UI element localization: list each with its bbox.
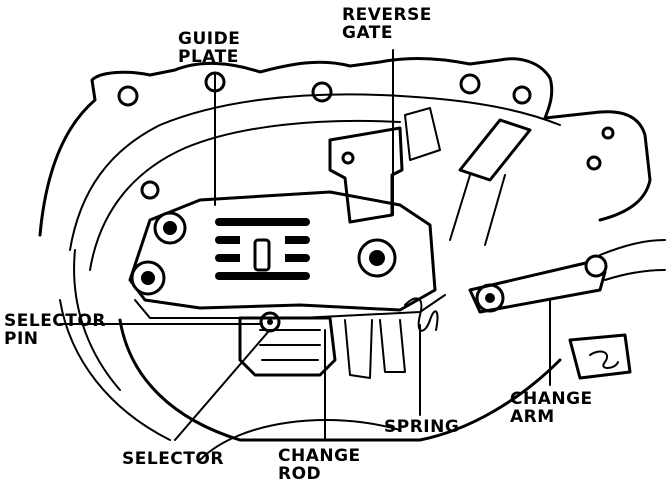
boss-7 xyxy=(586,155,602,171)
boss-6 xyxy=(601,126,615,140)
slot-4 xyxy=(215,272,310,280)
boss-3 xyxy=(311,81,333,103)
shift-shaft xyxy=(458,118,532,182)
label-selector-pin: SELECTOR PIN xyxy=(4,312,106,348)
lower-rib-2 xyxy=(379,319,406,373)
housing-inner-rim xyxy=(69,93,561,251)
label-selector-pin-line2: PIN xyxy=(4,329,39,349)
label-spring: SPRING xyxy=(384,418,459,436)
label-reverse-gate-line2: GATE xyxy=(342,23,393,43)
right-bracket xyxy=(568,333,632,380)
boss-1 xyxy=(117,85,139,107)
change-arm-pivot xyxy=(584,254,608,278)
change-arm xyxy=(468,260,607,314)
bolt-top-left-head xyxy=(163,221,177,235)
reverse-gate-tab xyxy=(404,107,441,161)
boss-5 xyxy=(512,85,532,105)
selector-block xyxy=(238,316,337,377)
change-arm-link xyxy=(599,239,666,281)
label-change-rod: CHANGE ROD xyxy=(278,447,361,483)
housing-outline xyxy=(38,56,652,237)
bolt-right-head xyxy=(369,250,385,266)
guide-plate-bolts xyxy=(130,211,505,313)
leader-lines xyxy=(59,49,551,441)
selector-pin-center xyxy=(267,319,273,325)
lower-body xyxy=(118,318,562,442)
label-guide-plate-line1: GUIDE xyxy=(178,29,241,49)
spring-coil xyxy=(404,297,439,332)
leader-selector xyxy=(174,331,269,441)
boss-4 xyxy=(459,73,481,95)
selector-block-inner xyxy=(259,329,321,361)
flange-bosses xyxy=(117,71,615,200)
label-change-arm-line1: CHANGE xyxy=(510,389,593,409)
bolt-far-right-head xyxy=(485,293,495,303)
label-selector: SELECTOR xyxy=(122,450,224,468)
right-bracket-hook xyxy=(589,350,619,369)
reverse-gate-hole xyxy=(341,151,355,165)
reverse-gate-bracket xyxy=(328,126,404,224)
left-curve xyxy=(59,299,171,441)
label-change-rod-line2: ROD xyxy=(278,464,322,484)
housing-inner-rim-2 xyxy=(89,119,401,271)
guide-plate-slots xyxy=(215,218,310,280)
label-reverse-gate-line1: REVERSE xyxy=(342,5,432,25)
lower-arc xyxy=(199,419,401,461)
slot-1 xyxy=(215,218,310,226)
label-change-arm-line2: ARM xyxy=(510,407,555,427)
label-guide-plate-line2: PLATE xyxy=(178,47,239,67)
label-selector-text: SELECTOR xyxy=(122,449,224,469)
label-change-arm: CHANGE ARM xyxy=(510,390,593,426)
shift-shaft-lower xyxy=(449,174,506,246)
bolt-left-head xyxy=(141,271,155,285)
label-reverse-gate: REVERSE GATE xyxy=(342,6,432,42)
selector-gate xyxy=(253,238,271,272)
lower-rib-1 xyxy=(344,319,373,379)
label-change-rod-line1: CHANGE xyxy=(278,446,361,466)
label-spring-text: SPRING xyxy=(384,417,460,437)
label-selector-pin-line1: SELECTOR xyxy=(4,311,106,331)
label-guide-plate: GUIDE PLATE xyxy=(178,30,240,66)
guide-plate-body xyxy=(128,190,437,312)
boss-8 xyxy=(140,180,160,200)
